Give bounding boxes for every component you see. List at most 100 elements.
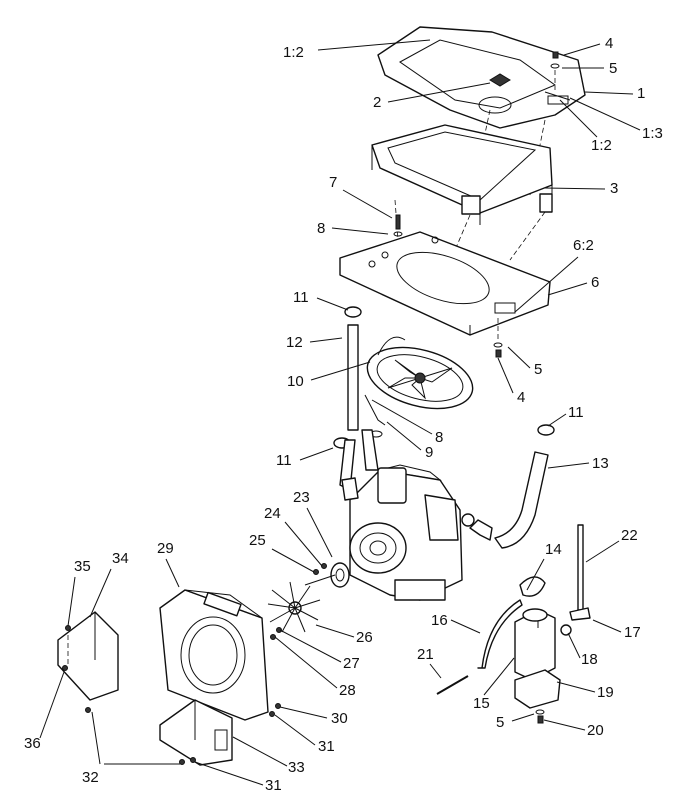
leader-line-c10 [310,361,371,381]
engine-fan-part [267,581,321,633]
frame-part [371,124,553,261]
leader-line-c11c [299,447,334,461]
coolant-reservoir-part [514,576,556,681]
callout-c24: 24 [264,505,281,522]
callout-c31a: 31 [318,738,335,755]
callout-c3: 3 [610,180,618,197]
leader-line-c6 [547,282,588,296]
leader-line-c22 [585,540,620,563]
leader-line-c31b [194,761,264,786]
callout-c13: 13 [592,455,609,472]
shroud-fasteners-part [85,703,281,765]
callout-c6: 6 [591,274,599,291]
leader-line-c25 [271,548,315,573]
leader-line-c24 [284,521,323,567]
leader-line-c6-2 [514,256,579,313]
leader-line-c21 [429,663,442,679]
callout-c5c: 5 [496,714,504,731]
callout-c20: 20 [587,722,604,739]
leader-line-c12 [309,337,343,343]
leader-line-c17 [592,619,622,633]
leader-line-c13 [547,462,590,469]
callout-c5a: 5 [609,60,617,77]
callout-c19: 19 [597,684,614,701]
leader-line-c4a [563,43,601,56]
leader-line-c19 [556,681,596,693]
leader-line-c20 [543,719,586,731]
screw-7-part [393,214,403,237]
callout-c1-2b: 1:2 [591,137,612,154]
shroud-plate-part [339,231,551,336]
reservoir-bracket-part [514,669,561,724]
callout-c11c: 11 [276,452,292,469]
callout-c8a: 8 [317,220,325,237]
leader-line-c2 [387,82,491,103]
leader-line-c33 [232,736,288,767]
callout-c6-2: 6:2 [573,237,594,254]
leader-line-c3 [544,187,606,190]
callout-c33: 33 [288,759,305,776]
callout-c15: 15 [473,695,490,712]
callout-c17: 17 [624,624,641,641]
leader-line-c1-2b [559,99,598,138]
callout-c21: 21 [417,646,434,663]
lower-screw-part [493,318,503,358]
callout-c10: 10 [287,373,304,390]
callout-c14: 14 [545,541,562,558]
leader-line-c9 [386,421,422,451]
leader-line-c5b [507,346,531,369]
leader-line-c4b [497,357,514,394]
callout-c36: 36 [24,735,41,752]
leader-line-c28 [274,636,338,689]
engine-block-part [341,429,475,601]
callout-c28: 28 [339,682,356,699]
tie-rod-part [436,675,469,695]
lower-bracket-part [159,699,233,766]
leader-line-c11a [316,297,349,311]
leader-line-c1-3 [569,97,641,131]
callout-c22: 22 [621,527,638,544]
callout-c35: 35 [74,558,91,575]
callout-c12: 12 [286,334,303,351]
callout-c7: 7 [329,174,337,191]
leader-line-c11b [547,413,567,427]
leader-line-c8b [371,399,433,435]
callout-c16: 16 [431,612,448,629]
right-hose-part [469,424,555,549]
leader-line-c8a [331,227,389,235]
callout-c8b: 8 [435,429,443,446]
callout-c5b: 5 [534,361,542,378]
leader-line-c14 [526,558,545,591]
lower-left-hose-part [333,306,362,491]
leader-line-c30 [279,706,328,719]
callout-c29: 29 [157,540,174,557]
leader-line-c1 [584,91,634,95]
fan-shroud-part [159,589,269,721]
left-bracket-part [57,611,119,701]
leader-line-c7 [342,189,393,219]
callout-c9: 9 [425,444,433,461]
callout-c11a: 11 [293,289,309,306]
overflow-hose-part [477,599,523,669]
leader-line-c31a [274,714,316,746]
leader-line-c34 [89,568,112,618]
callout-c31b: 31 [265,777,282,794]
leader-line-c29 [165,558,180,588]
leader-line-c27 [279,629,342,663]
callout-c4a: 4 [605,35,613,52]
leader-line-c23 [306,507,333,558]
callout-c34: 34 [112,550,129,567]
callout-c27: 27 [343,655,360,672]
leader-line-c1-2a [317,39,431,51]
leader-line-c26 [315,624,355,638]
callout-c1: 1 [637,85,645,102]
electric-fan-part [366,336,474,410]
callout-c2: 2 [373,94,381,111]
callout-c11b: 11 [568,404,584,421]
leader-line-c36 [39,671,65,739]
leader-line-c5c [511,713,535,722]
callout-c4b: 4 [517,389,525,406]
callout-c30: 30 [331,710,348,727]
